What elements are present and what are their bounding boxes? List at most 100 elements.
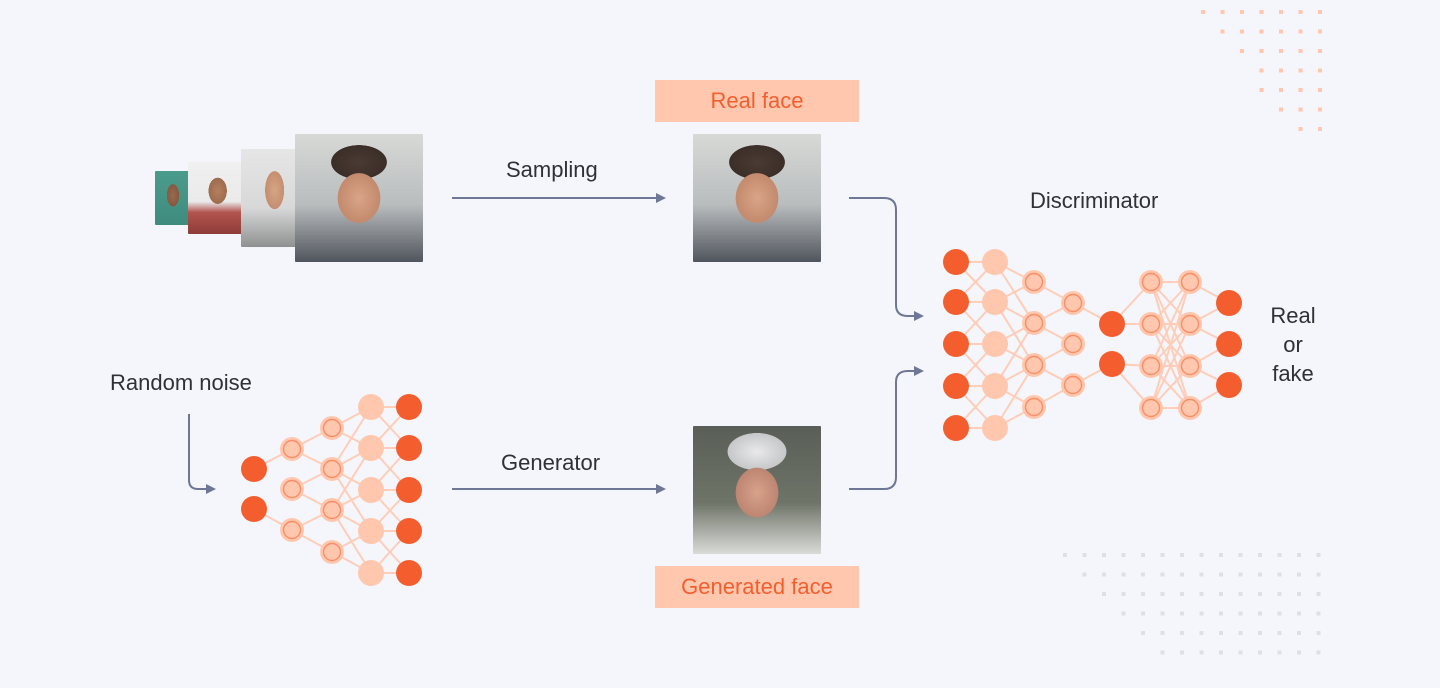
dataset-face-image	[295, 134, 423, 262]
neuron-ring	[1180, 356, 1200, 376]
real-face-image	[693, 134, 821, 262]
decorative-dot	[1160, 631, 1165, 635]
decorative-dot	[1316, 592, 1321, 596]
neuron-ring	[1063, 293, 1083, 313]
decorative-dot	[1082, 553, 1087, 557]
neuron-ring	[1024, 355, 1044, 375]
output-or-text: or	[1283, 332, 1303, 357]
decorative-dot	[1063, 553, 1067, 557]
dataset-face-image	[155, 171, 191, 225]
output-real-text: Real	[1270, 303, 1316, 328]
decorative-dot	[1121, 553, 1126, 557]
generated-face-image	[693, 426, 821, 554]
decorative-dot	[1219, 631, 1223, 635]
decorative-dot	[1316, 572, 1321, 577]
decorative-dot	[1141, 631, 1145, 635]
generator-network	[241, 394, 422, 586]
decorative-dot	[1298, 68, 1303, 73]
decorative-dot	[1258, 611, 1262, 616]
decorative-dot	[1259, 49, 1264, 53]
decorative-dot	[1219, 553, 1223, 557]
neuron-ring	[1180, 398, 1200, 418]
neuron-ring	[1180, 314, 1200, 334]
decorative-dots-bottom	[1063, 553, 1321, 655]
decorative-dot	[1318, 127, 1322, 131]
neuron-ring	[1024, 397, 1044, 417]
decorative-dot	[1298, 29, 1303, 34]
decorative-dot	[1160, 553, 1165, 557]
decorative-dot	[1219, 650, 1223, 655]
neuron-ring	[1141, 272, 1161, 292]
decorative-dot	[1238, 592, 1243, 596]
neuron-node-icon	[982, 373, 1008, 399]
neuron-node-icon	[358, 518, 384, 544]
decorative-dot	[1238, 650, 1243, 655]
random-noise-label: Random noise	[110, 370, 252, 395]
decorative-dot	[1180, 553, 1184, 557]
neuron-node-icon	[358, 560, 384, 586]
neuron-node-icon	[943, 249, 969, 275]
decorative-dot	[1297, 572, 1301, 577]
decorative-dot	[1180, 650, 1184, 655]
neuron-node-icon	[943, 331, 969, 357]
neuron-node-icon	[358, 435, 384, 461]
neuron-node-icon	[396, 435, 422, 461]
decorative-dot	[1316, 553, 1321, 557]
neuron-node-icon	[982, 249, 1008, 275]
decorative-dot	[1297, 650, 1301, 655]
sampling-label: Sampling	[506, 157, 598, 182]
decorative-dot	[1082, 572, 1087, 577]
real-to-discriminator-arrow	[849, 197, 924, 321]
network-edge	[1150, 281, 1191, 367]
decorative-dot	[1199, 553, 1204, 557]
neuron-ring	[1180, 272, 1200, 292]
discriminator-network	[943, 249, 1242, 441]
decorative-dot	[1318, 68, 1322, 73]
neuron-ring	[322, 418, 342, 438]
decorative-dot	[1318, 49, 1322, 53]
network-edge	[1150, 281, 1191, 409]
network-nodes	[241, 394, 422, 586]
discriminator-label: Discriminator	[1030, 188, 1159, 213]
decorative-dot	[1279, 49, 1283, 53]
output-label: Real or fake	[1262, 301, 1324, 388]
decorative-dot	[1279, 29, 1283, 34]
decorative-dot	[1199, 572, 1204, 577]
decorative-dot	[1298, 88, 1303, 92]
decorative-dot	[1298, 10, 1303, 14]
neuron-node-icon	[982, 331, 1008, 357]
decorative-dot	[1259, 10, 1264, 14]
decorative-dot	[1258, 650, 1262, 655]
decorative-dot	[1180, 592, 1184, 596]
decorative-dot	[1277, 631, 1282, 635]
neuron-node-icon	[1099, 351, 1125, 377]
decorative-dot	[1318, 29, 1322, 34]
generated-to-discriminator-arrow	[849, 366, 924, 490]
decorative-dot	[1199, 650, 1204, 655]
decorative-dot	[1277, 572, 1282, 577]
neuron-ring	[282, 439, 302, 459]
decorative-dot	[1141, 553, 1145, 557]
decorative-dot	[1259, 29, 1264, 34]
neuron-node-icon	[1216, 331, 1242, 357]
neuron-ring	[1063, 334, 1083, 354]
decorative-dot	[1240, 10, 1244, 14]
decorative-dot	[1141, 572, 1145, 577]
decorative-dot	[1121, 592, 1126, 596]
generated-face-label: Generated face	[655, 566, 859, 608]
decorative-dot	[1259, 68, 1264, 73]
decorative-dot	[1277, 650, 1282, 655]
decorative-dot	[1298, 107, 1303, 112]
decorative-dots-top	[1201, 10, 1322, 131]
decorative-dot	[1238, 611, 1243, 616]
dataset-face-image	[241, 149, 297, 247]
decorative-dot	[1180, 611, 1184, 616]
decorative-dot	[1121, 572, 1126, 577]
neuron-node-icon	[241, 496, 267, 522]
decorative-dot	[1318, 107, 1322, 112]
decorative-dot	[1102, 572, 1106, 577]
neuron-ring	[322, 459, 342, 479]
decorative-dot	[1279, 10, 1283, 14]
decorative-dot	[1160, 611, 1165, 616]
